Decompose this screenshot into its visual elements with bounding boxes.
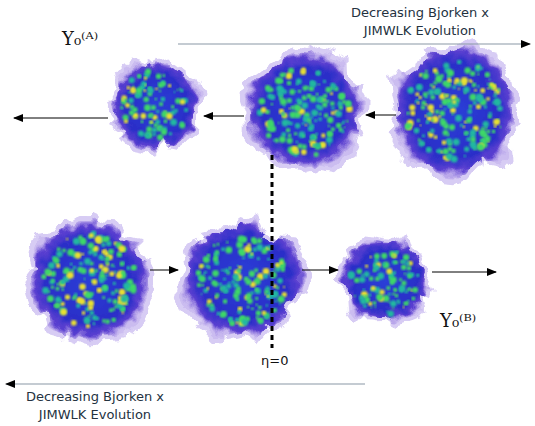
midrapidity-line xyxy=(271,155,274,348)
flow-arrow xyxy=(204,116,244,117)
rapidity-label: Y₀⁽ᴬ⁾ xyxy=(62,30,98,48)
nucleus-density xyxy=(387,38,521,185)
flow-arrow xyxy=(366,115,396,116)
direction-arrow xyxy=(178,43,530,44)
nucleus-density xyxy=(23,215,154,347)
direction-arrow xyxy=(6,383,365,384)
nucleus-density xyxy=(108,57,205,156)
rapidity-label: Y₀⁽ᴮ⁾ xyxy=(440,312,476,330)
nucleus-density xyxy=(334,235,436,326)
flow-arrow xyxy=(432,272,496,273)
eta-label: η=0 xyxy=(260,352,289,370)
nucleus-density xyxy=(241,46,368,173)
axis-caption: Decreasing Bjorken x JIMWLK Evolution xyxy=(20,388,170,424)
axis-caption: Decreasing Bjorken x JIMWLK Evolution xyxy=(340,4,500,40)
flow-arrow xyxy=(150,270,178,271)
flow-arrow xyxy=(302,270,338,271)
nucleus-density xyxy=(177,213,311,342)
flow-arrow xyxy=(14,118,108,119)
